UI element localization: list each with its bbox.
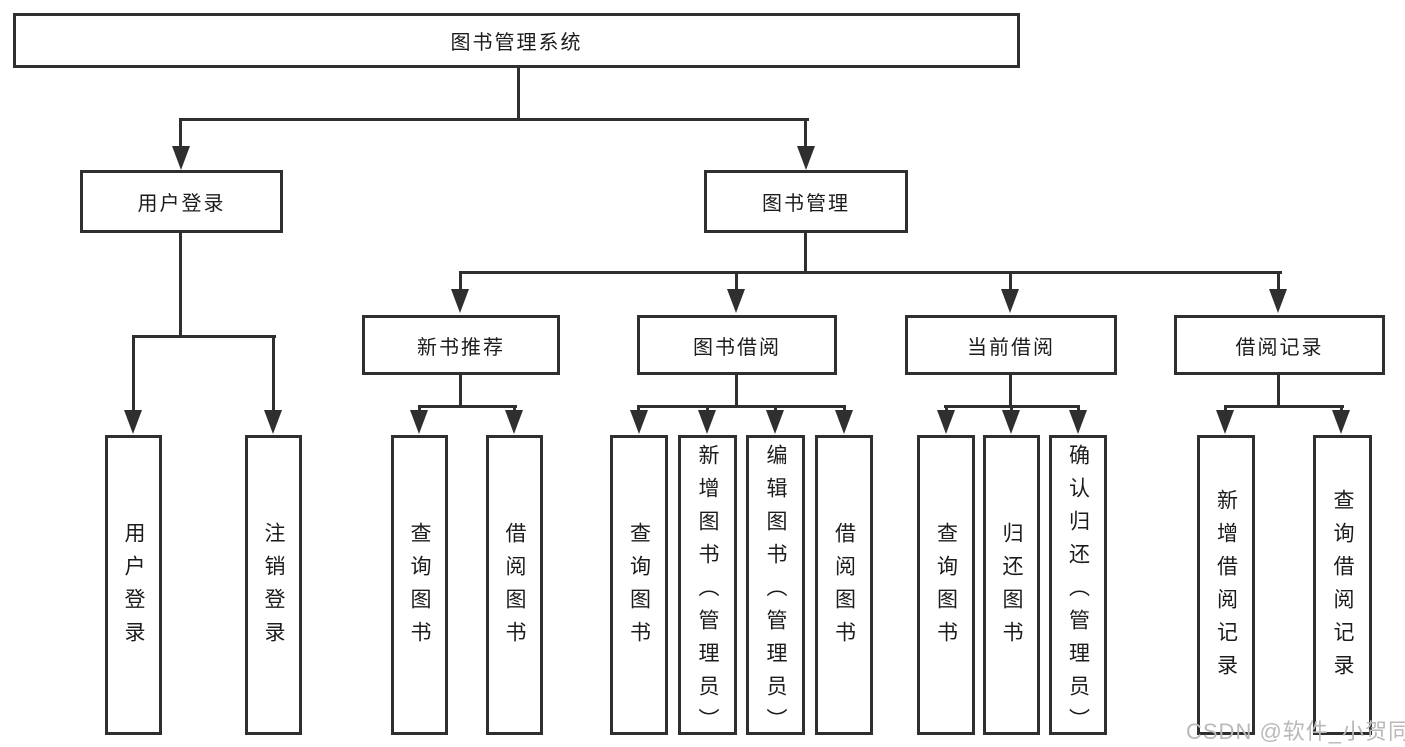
connector-root-stem	[517, 66, 520, 121]
connector-drop	[735, 271, 738, 291]
connector-stem	[459, 372, 462, 408]
arrowhead-down-icon	[410, 410, 428, 434]
arrowhead-down-icon	[1001, 289, 1019, 313]
connector-drop	[1224, 405, 1227, 412]
connector-stem	[735, 372, 738, 408]
connector-drop	[637, 405, 640, 412]
node-add-book-admin: 新增图书（管理员）	[678, 435, 737, 741]
node-confirm-return-admin: 确认归还（管理员）	[1049, 435, 1107, 741]
connector-drop	[1010, 405, 1013, 412]
arrowhead-down-icon	[835, 410, 853, 434]
arrowhead-down-icon	[172, 146, 190, 170]
arrowhead-down-icon	[1332, 410, 1350, 434]
node-query-books: 查询图书	[917, 435, 975, 735]
arrowhead-down-icon	[1216, 410, 1234, 434]
node-user-login: 用户登录	[80, 170, 283, 233]
connector-stem	[1277, 372, 1280, 408]
connector-branch	[637, 405, 846, 408]
node-query-books: 查询图书	[391, 435, 448, 735]
connector-root-branch	[179, 118, 809, 121]
connector-drop	[804, 118, 807, 148]
connector-drop	[1077, 405, 1080, 412]
arrowhead-down-icon	[264, 410, 282, 434]
connector-drop	[459, 271, 462, 291]
node-query-books: 查询图书	[610, 435, 668, 735]
node-query-borrow-record: 查询借阅记录	[1313, 435, 1372, 735]
arrowhead-down-icon	[766, 410, 784, 434]
node-borrowing-records: 借阅记录	[1174, 315, 1385, 375]
connector-drop	[774, 405, 777, 412]
node-return-books: 归还图书	[983, 435, 1040, 735]
arrowhead-down-icon	[698, 410, 716, 434]
node-current-borrowing: 当前借阅	[905, 315, 1117, 375]
arrowhead-down-icon	[1269, 289, 1287, 313]
node-user-login-leaf: 用户登录	[105, 435, 162, 735]
connector-book-mgmt-stem	[804, 230, 807, 274]
arrowhead-down-icon	[937, 410, 955, 434]
connector-drop	[706, 405, 709, 412]
csdn-watermark: CSDN @软件_小贺同学	[1186, 719, 1405, 744]
node-new-book-recommend: 新书推荐	[362, 315, 560, 375]
connector-drop	[1009, 271, 1012, 291]
node-borrow-books: 借阅图书	[486, 435, 543, 735]
connector-user-login-branch	[132, 335, 276, 338]
connector-branch	[1224, 405, 1344, 408]
node-add-borrow-record: 新增借阅记录	[1197, 435, 1255, 735]
connector-user-login-stem	[179, 230, 182, 338]
connector-drop	[945, 405, 948, 412]
connector-drop	[132, 335, 135, 410]
node-borrow-books: 借阅图书	[815, 435, 873, 735]
node-book-management: 图书管理	[704, 170, 908, 233]
connector-stem	[1009, 372, 1012, 408]
node-edit-book-admin: 编辑图书（管理员）	[746, 435, 805, 741]
arrowhead-down-icon	[797, 146, 815, 170]
connector-drop	[1340, 405, 1343, 412]
arrowhead-down-icon	[727, 289, 745, 313]
connector-drop	[843, 405, 846, 412]
connector-drop	[418, 405, 421, 412]
node-library-management-system: 图书管理系统	[13, 13, 1020, 68]
connector-branch	[418, 405, 517, 408]
connector-drop	[1277, 271, 1280, 291]
arrowhead-down-icon	[630, 410, 648, 434]
arrowhead-down-icon	[451, 289, 469, 313]
arrowhead-down-icon	[124, 410, 142, 434]
node-book-borrowing: 图书借阅	[637, 315, 837, 375]
node-logout: 注销登录	[245, 435, 302, 735]
connector-book-mgmt-branch	[459, 271, 1282, 274]
arrowhead-down-icon	[1002, 410, 1020, 434]
connector-drop	[272, 335, 275, 410]
connector-drop	[179, 118, 182, 148]
arrowhead-down-icon	[505, 410, 523, 434]
connector-drop	[513, 405, 516, 412]
arrowhead-down-icon	[1069, 410, 1087, 434]
